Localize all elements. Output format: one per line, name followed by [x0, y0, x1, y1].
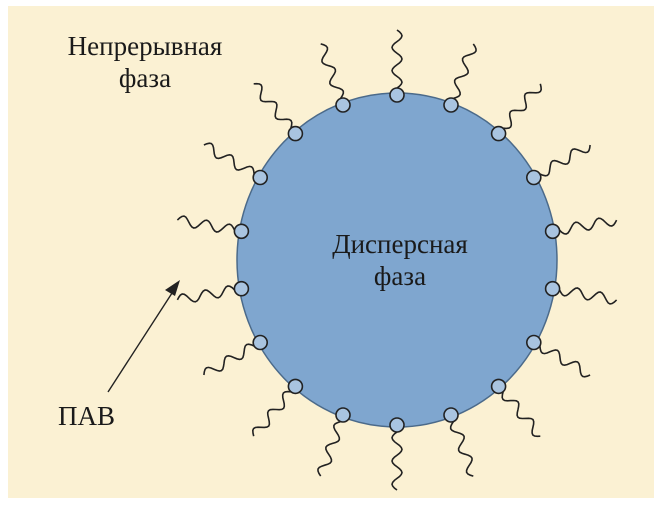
continuous-phase-label: Непрерывная фаза [30, 30, 260, 94]
surfactant-head [546, 282, 560, 296]
surfactant-tail [560, 288, 617, 304]
dispersed-phase-line-1: Дисперсная [290, 228, 510, 260]
surfactant-head [390, 88, 404, 102]
surfactant-tail [392, 30, 402, 88]
continuous-phase-line-1: Непрерывная [30, 30, 260, 62]
surfactant-tail [318, 422, 341, 477]
surfactant-head [336, 408, 350, 422]
surfactant-head [288, 127, 302, 141]
dispersed-phase-label: Дисперсная фаза [290, 228, 510, 292]
surfactant-head [288, 379, 302, 393]
surfactant-tail [503, 84, 541, 129]
surfactant-tail [451, 422, 474, 477]
surfactant-tail [560, 218, 617, 234]
surfactant-head [390, 418, 404, 432]
surfactant-tail [253, 392, 291, 437]
surfactant-tail [204, 344, 254, 375]
surfactant-tail [177, 286, 234, 302]
surfactant-head [492, 127, 506, 141]
surfactant-tail [540, 346, 590, 377]
surfactant-tail [502, 392, 540, 437]
dispersed-phase-line-2: фаза [290, 260, 510, 292]
surfactant-head [234, 224, 248, 238]
surfactant-label: ПАВ [58, 400, 115, 432]
surfactant-head [492, 379, 506, 393]
surfactant-head [444, 98, 458, 112]
surfactant-tail [177, 216, 234, 232]
surfactant-head [444, 408, 458, 422]
surfactant-tail [392, 432, 402, 490]
surfactant-head [234, 282, 248, 296]
surfactant-head [527, 336, 541, 350]
surfactant-tail [453, 44, 476, 99]
surfactant-head [546, 224, 560, 238]
arrow-icon [108, 280, 180, 392]
surfactant-tail [204, 143, 254, 174]
surfactant-head [527, 171, 541, 185]
continuous-phase-line-2: фаза [30, 62, 260, 94]
surfactant-tail [321, 44, 344, 99]
surfactant-head [336, 98, 350, 112]
surfactant-head [253, 336, 267, 350]
surfactant-tail [540, 145, 590, 176]
surfactant-head [253, 171, 267, 185]
